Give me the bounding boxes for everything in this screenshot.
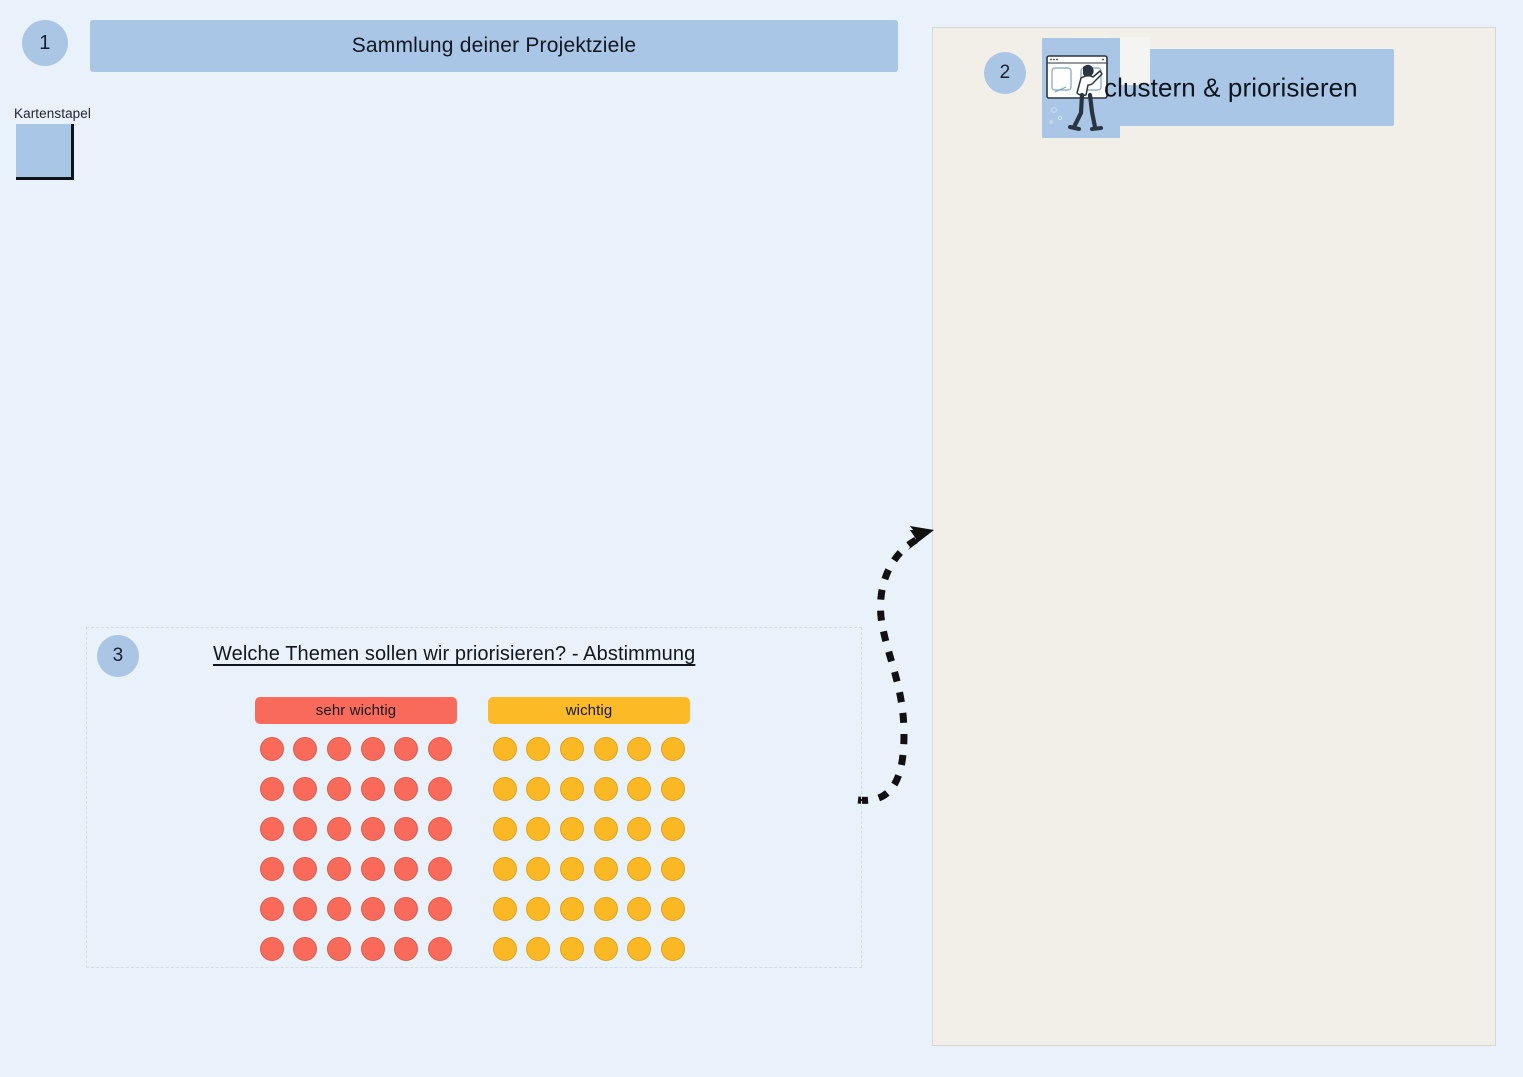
vote-dot[interactable] bbox=[661, 777, 686, 801]
vote-dot[interactable] bbox=[492, 737, 517, 761]
collection-title-banner[interactable]: Sammlung deiner Projektziele bbox=[90, 20, 898, 72]
vote-dot[interactable] bbox=[360, 777, 385, 801]
vote-label-important[interactable]: wichtig bbox=[488, 697, 690, 724]
vote-dot[interactable] bbox=[293, 857, 318, 881]
vote-dot[interactable] bbox=[394, 817, 419, 841]
step-badge-2: 2 bbox=[984, 52, 1026, 94]
vote-dot[interactable] bbox=[560, 777, 585, 801]
paper-card-back-right bbox=[1120, 37, 1150, 85]
vote-dot[interactable] bbox=[259, 777, 284, 801]
vote-dot[interactable] bbox=[428, 937, 453, 961]
vote-dot[interactable] bbox=[293, 777, 318, 801]
vote-dot[interactable] bbox=[259, 737, 284, 761]
vote-dot[interactable] bbox=[327, 817, 352, 841]
vote-dot[interactable] bbox=[593, 737, 618, 761]
vote-dot[interactable] bbox=[627, 897, 652, 921]
cluster-title-banner[interactable]: clustern & priorisieren bbox=[1042, 37, 1394, 138]
vote-dot[interactable] bbox=[428, 817, 453, 841]
vote-dot[interactable] bbox=[394, 897, 419, 921]
vote-dot[interactable] bbox=[327, 777, 352, 801]
vote-dot[interactable] bbox=[428, 897, 453, 921]
vote-dot[interactable] bbox=[492, 897, 517, 921]
vote-dot[interactable] bbox=[428, 777, 453, 801]
person-at-whiteboard-icon bbox=[1042, 38, 1120, 138]
vote-dot[interactable] bbox=[526, 817, 551, 841]
collection-title-text: Sammlung deiner Projektziele bbox=[351, 34, 637, 57]
vote-dot[interactable] bbox=[293, 897, 318, 921]
vote-dot[interactable] bbox=[394, 737, 419, 761]
card-stack[interactable] bbox=[16, 124, 74, 180]
vote-column-important[interactable]: wichtig bbox=[488, 697, 690, 961]
vote-dot[interactable] bbox=[293, 737, 318, 761]
vote-dot[interactable] bbox=[394, 857, 419, 881]
vote-dot[interactable] bbox=[428, 857, 453, 881]
vote-dot[interactable] bbox=[661, 737, 686, 761]
vote-dot[interactable] bbox=[327, 737, 352, 761]
vote-dot[interactable] bbox=[526, 777, 551, 801]
vote-dot[interactable] bbox=[627, 737, 652, 761]
vote-dot[interactable] bbox=[526, 937, 551, 961]
vote-dot[interactable] bbox=[661, 937, 686, 961]
vote-dot[interactable] bbox=[560, 937, 585, 961]
vote-dot[interactable] bbox=[327, 897, 352, 921]
vote-dot[interactable] bbox=[428, 737, 453, 761]
vote-dot[interactable] bbox=[627, 937, 652, 961]
vote-dot[interactable] bbox=[327, 857, 352, 881]
vote-dot[interactable] bbox=[661, 897, 686, 921]
vote-dot[interactable] bbox=[593, 897, 618, 921]
vote-dot[interactable] bbox=[627, 777, 652, 801]
vote-dot[interactable] bbox=[627, 817, 652, 841]
vote-dot[interactable] bbox=[259, 857, 284, 881]
dot-grid-important[interactable] bbox=[488, 737, 690, 961]
cluster-title-text: clustern & priorisieren bbox=[1104, 72, 1358, 102]
vote-dot[interactable] bbox=[492, 777, 517, 801]
vote-dot[interactable] bbox=[259, 937, 284, 961]
step-badge-3: 3 bbox=[97, 635, 139, 677]
vote-label-very-important[interactable]: sehr wichtig bbox=[255, 697, 457, 724]
vote-dot[interactable] bbox=[360, 897, 385, 921]
vote-dot[interactable] bbox=[492, 857, 517, 881]
vote-column-very-important[interactable]: sehr wichtig bbox=[255, 697, 457, 961]
vote-dot[interactable] bbox=[661, 817, 686, 841]
card-stack-label: Kartenstapel bbox=[14, 106, 91, 121]
vote-dot[interactable] bbox=[394, 937, 419, 961]
step-badge-1: 1 bbox=[22, 20, 68, 66]
vote-dot[interactable] bbox=[327, 937, 352, 961]
vote-dot[interactable] bbox=[526, 737, 551, 761]
vote-dot[interactable] bbox=[593, 817, 618, 841]
vote-dot[interactable] bbox=[560, 737, 585, 761]
vote-dot[interactable] bbox=[526, 897, 551, 921]
vote-dot[interactable] bbox=[360, 737, 385, 761]
voting-area[interactable] bbox=[86, 627, 862, 968]
vote-dot[interactable] bbox=[259, 817, 284, 841]
vote-dot[interactable] bbox=[360, 817, 385, 841]
vote-dot[interactable] bbox=[560, 897, 585, 921]
vote-dot[interactable] bbox=[526, 857, 551, 881]
vote-dot[interactable] bbox=[360, 857, 385, 881]
vote-dot[interactable] bbox=[360, 937, 385, 961]
vote-dot[interactable] bbox=[293, 817, 318, 841]
vote-dot[interactable] bbox=[593, 857, 618, 881]
vote-dot[interactable] bbox=[661, 857, 686, 881]
vote-dot[interactable] bbox=[293, 937, 318, 961]
vote-dot[interactable] bbox=[593, 937, 618, 961]
dashed-curved-arrow-icon bbox=[857, 526, 934, 804]
vote-dot[interactable] bbox=[627, 857, 652, 881]
vote-dot[interactable] bbox=[560, 817, 585, 841]
vote-dot[interactable] bbox=[394, 777, 419, 801]
vote-dot[interactable] bbox=[492, 937, 517, 961]
vote-dot[interactable] bbox=[259, 897, 284, 921]
vote-dot[interactable] bbox=[560, 857, 585, 881]
vote-dot[interactable] bbox=[593, 777, 618, 801]
voting-title: Welche Themen sollen wir priorisieren? -… bbox=[213, 643, 696, 665]
dot-grid-very-important[interactable] bbox=[255, 737, 457, 961]
cluster-panel[interactable] bbox=[932, 27, 1496, 1046]
vote-dot[interactable] bbox=[492, 817, 517, 841]
